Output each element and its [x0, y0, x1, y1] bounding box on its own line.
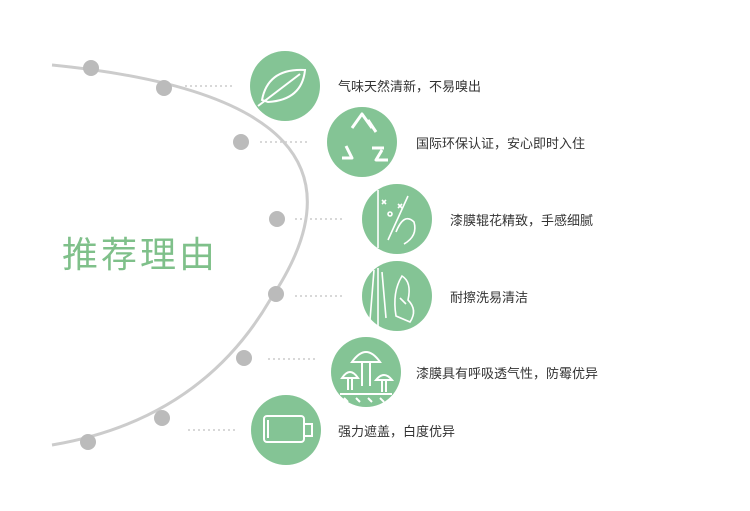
- leaf-icon: [257, 68, 307, 107]
- feature-icon-2: [327, 107, 397, 177]
- arc-dots: [80, 60, 285, 450]
- feature-text-2: 国际环保认证，安心即时入住: [416, 137, 586, 152]
- arc-dot: [83, 60, 99, 76]
- brush-stroke-icon: [377, 190, 416, 248]
- arc-dot: [269, 211, 285, 227]
- feature-icon-1: [250, 51, 320, 121]
- mushroom-icon: [340, 351, 395, 403]
- arc-dot: [80, 434, 96, 450]
- feature-text-4: 耐擦洗易清洁: [450, 291, 529, 306]
- arc-dot: [154, 410, 170, 426]
- wipe-clean-icon: [369, 268, 415, 326]
- feature-icon-4: [362, 261, 432, 331]
- recycle-icon: [342, 112, 388, 162]
- page-title: 推荐理由: [62, 235, 219, 276]
- feature-text-1: 气味天然清新，不易嗅出: [338, 80, 482, 95]
- feature-icon-6: [251, 395, 321, 465]
- arc-dot: [236, 350, 252, 366]
- connectors: [185, 85, 345, 431]
- arc-dot: [268, 286, 284, 302]
- timeline-arc: [51, 63, 309, 447]
- feature-icon-5: [331, 337, 401, 407]
- feature-text-3: 漆膜辊花精致，手感细腻: [450, 214, 594, 229]
- arc-dot: [233, 134, 249, 150]
- feature-icon-3: [362, 184, 432, 254]
- arc-dot: [156, 80, 172, 96]
- feature-text-5: 漆膜具有呼吸透气性，防霉优异: [416, 367, 599, 382]
- paint-roller-icon: [263, 415, 313, 443]
- feature-text-6: 强力遮盖，白度优异: [338, 425, 456, 440]
